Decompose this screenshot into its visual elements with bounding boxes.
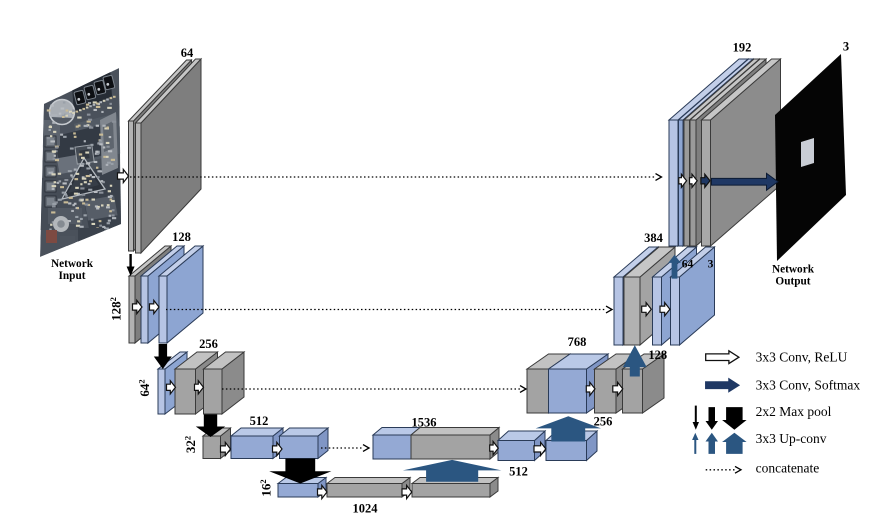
svg-text:Network: Network <box>51 258 94 270</box>
svg-text:3x3 Up-conv: 3x3 Up-conv <box>756 431 827 446</box>
svg-text:64: 64 <box>682 259 694 271</box>
svg-text:concatenate: concatenate <box>756 461 820 476</box>
svg-text:162: 162 <box>258 479 274 496</box>
svg-text:512: 512 <box>509 465 528 479</box>
svg-text:2x2 Max pool: 2x2 Max pool <box>756 404 832 419</box>
svg-text:768: 768 <box>568 335 587 349</box>
svg-text:3x3 Conv, ReLU: 3x3 Conv, ReLU <box>756 350 848 365</box>
svg-text:3x3 Conv, Softmax: 3x3 Conv, Softmax <box>756 378 861 393</box>
svg-text:192: 192 <box>733 41 752 55</box>
svg-text:Input: Input <box>58 270 85 282</box>
svg-text:Network: Network <box>772 264 815 276</box>
svg-text:256: 256 <box>594 415 613 429</box>
svg-text:642: 642 <box>137 379 153 396</box>
svg-text:1536: 1536 <box>412 416 437 430</box>
svg-text:384: 384 <box>644 231 664 245</box>
svg-text:128: 128 <box>172 230 191 244</box>
svg-text:1024: 1024 <box>353 502 379 516</box>
svg-text:322: 322 <box>183 436 199 453</box>
svg-text:Output: Output <box>775 276 810 288</box>
svg-text:512: 512 <box>250 414 269 428</box>
svg-text:1282: 1282 <box>108 297 124 321</box>
svg-text:64: 64 <box>181 46 194 60</box>
svg-text:256: 256 <box>199 337 218 351</box>
svg-text:3: 3 <box>843 40 849 54</box>
svg-text:128: 128 <box>648 348 667 362</box>
svg-text:3: 3 <box>708 259 714 271</box>
